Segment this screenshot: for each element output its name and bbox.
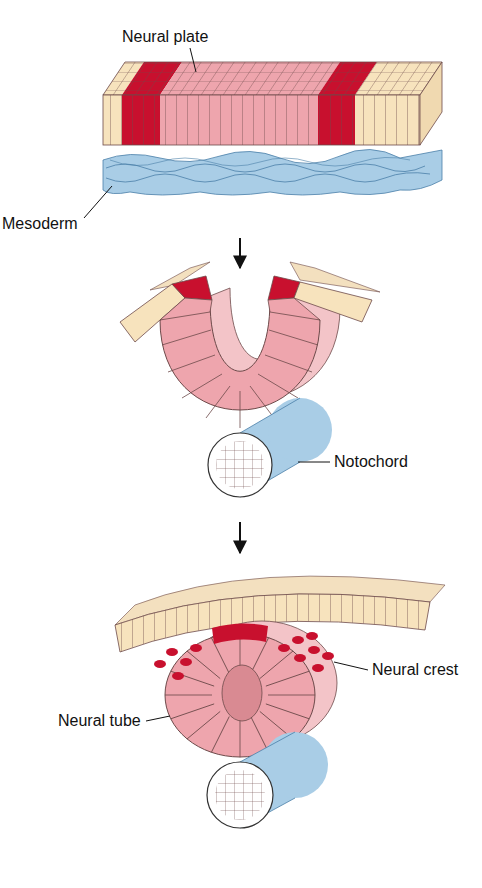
stage-arrow [239,522,241,553]
cell-columns [103,95,420,145]
neural-fold [160,298,212,320]
part-label: Mesoderm [2,214,78,234]
neural-groove [120,262,380,428]
neural-crest-cells [154,623,334,680]
notochord-cells [215,770,265,820]
notochord-face [208,433,272,497]
mesoderm-layer [103,149,442,195]
neural-plate-slab [103,62,442,145]
cell-grid [103,62,442,95]
part-label: Neural plate [122,27,208,47]
part-label: Notochord [334,452,408,472]
neural-fold [172,276,212,300]
mesoderm-cells [106,164,425,172]
leader-line [298,462,330,463]
mesoderm-cells [110,157,410,166]
notochord-back [268,398,332,462]
leader-line [190,48,196,72]
notochord-cylinder [208,398,332,497]
leader-line [84,186,112,218]
tube-lumen [222,665,262,721]
leader-line [334,662,368,670]
stage-arrow [239,238,241,268]
part-label: Neural crest [372,660,458,680]
ectoderm-flap [294,282,372,322]
notochord-face [207,762,273,828]
mesoderm-fill [103,149,442,195]
mesoderm-cells [106,173,430,182]
crest-patch [212,623,268,644]
part-label: Neural tube [58,711,141,731]
notochord-cylinder [207,732,328,828]
leader-line [146,716,170,721]
notochord-cells [216,441,264,489]
slab-side [420,62,442,145]
